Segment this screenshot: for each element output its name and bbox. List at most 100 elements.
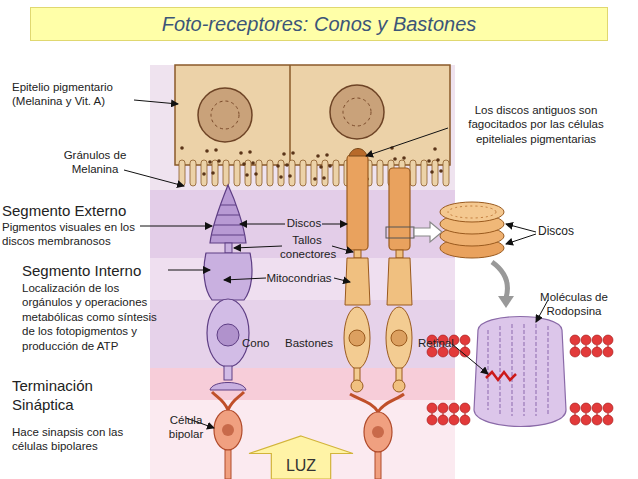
pigment-epithelium [313, 177, 317, 181]
leader-lines [322, 224, 347, 225]
title: Foto-receptores: Conos y Bastones [30, 7, 608, 41]
cone-cell [220, 205, 236, 206]
callout-label: Mitocondrias [262, 271, 336, 285]
pigment-epithelium [322, 176, 326, 180]
rhodopsin-membrane [603, 415, 613, 425]
pigment-epithelium [285, 163, 289, 167]
rhodopsin-membrane [449, 403, 459, 413]
leader-lines [234, 246, 282, 248]
pigment-epithelium [212, 160, 218, 186]
pigment-epithelium [214, 148, 218, 152]
rhodopsin-molecule [486, 372, 516, 380]
pigment-epithelium [322, 160, 328, 186]
pigment-epithelium [251, 161, 255, 165]
rod-cells [344, 149, 414, 393]
pigment-epithelium [443, 160, 449, 186]
rhodopsin-membrane [581, 403, 591, 413]
callout-label: Célula bipolar [158, 413, 214, 442]
pigment-epithelium [198, 88, 252, 142]
note-text: Los discos antiguos son fagocitados por … [445, 103, 627, 146]
rhodopsin-membrane [581, 335, 591, 345]
pigment-epithelium [288, 174, 292, 178]
leader-lines [506, 224, 536, 232]
pigment-epithelium [311, 160, 317, 186]
pigment-epithelium [289, 65, 291, 165]
rhodopsin-membrane [581, 347, 591, 357]
bipolar-cells [375, 452, 381, 479]
leader-lines [124, 100, 548, 428]
pigment-epithelium [410, 160, 416, 186]
cone-cell [204, 253, 252, 300]
bipolar-cells [350, 394, 404, 412]
rhodopsin-membrane [592, 347, 602, 357]
pigment-epithelium [276, 164, 280, 168]
light-arrow: LUZ [248, 435, 354, 479]
disc-stack [440, 202, 504, 222]
pigment-epithelium [254, 172, 258, 176]
leader-lines [366, 128, 448, 156]
section-heading: Terminación Sináptica [12, 377, 132, 415]
background-bands [150, 300, 455, 368]
cell-label: Cono [242, 336, 276, 350]
rod-cells [386, 227, 414, 238]
cell-label: Bastones [285, 336, 345, 350]
pigment-epithelium [223, 160, 229, 186]
pigment-epithelium [330, 85, 384, 139]
bipolar-cells [212, 392, 404, 479]
zoom-arrows [414, 222, 442, 242]
callout-label: Retinal [418, 336, 464, 350]
pigment-epithelium [421, 160, 427, 186]
rod-cells [354, 250, 361, 258]
rhodopsin-membrane [592, 403, 602, 413]
pigment-epithelium [242, 162, 246, 166]
rhodopsin-membrane [438, 403, 448, 413]
pigment-epithelium [205, 149, 209, 153]
pigment-epithelium [175, 65, 450, 165]
cone-cell [210, 383, 246, 391]
pigment-epithelium [211, 101, 239, 129]
section-text: Localización de los orgánulos y operacio… [22, 281, 172, 353]
callout-label: Epitelio pigmentario (Melanina y Vit. A) [12, 80, 122, 109]
bipolar-cells [214, 410, 242, 450]
pigment-epithelium [217, 159, 221, 163]
section-text: Pigmentos visuales en los discos membran… [2, 220, 140, 249]
background-bands [150, 368, 455, 400]
cone-cell [217, 324, 239, 346]
leader-lines [134, 100, 178, 104]
pigment-epithelium [179, 160, 185, 186]
pigment-epithelium [333, 160, 339, 186]
background-bands [150, 65, 455, 479]
disc-stack [440, 202, 504, 258]
cone-cell [207, 299, 249, 367]
pigment-epithelium [234, 160, 240, 186]
rhodopsin-membrane [427, 403, 437, 413]
rhodopsin-membrane [592, 415, 602, 425]
rhodopsin-membrane [570, 403, 580, 413]
rhodopsin-membrane [438, 415, 448, 425]
rhodopsin-membrane [570, 415, 580, 425]
pigment-epithelium [316, 154, 320, 158]
callout-label: Discos [284, 216, 324, 230]
rhodopsin-membrane [460, 403, 470, 413]
rhodopsin-membrane [603, 347, 613, 357]
pigment-epithelium [180, 146, 184, 150]
pigment-epithelium [300, 160, 306, 186]
rod-cells [387, 258, 412, 305]
pigment-epithelium [433, 147, 437, 151]
pigment-epithelium [402, 156, 406, 160]
rhodopsin-membrane [427, 415, 437, 425]
bipolar-cells [212, 392, 244, 410]
rod-cells [347, 155, 368, 250]
rod-cells [351, 380, 363, 392]
pigment-epithelium [190, 160, 196, 186]
zoom-arrows [414, 222, 514, 308]
callout-label: Tallos conectores [280, 233, 334, 262]
callout-label: Moléculas de Rodopsina [536, 290, 612, 319]
pigment-epithelium [436, 158, 440, 162]
pigment-epithelium [279, 175, 283, 179]
pigment-epithelium [291, 151, 295, 155]
callout-label: Gránulos de Melanina [55, 148, 135, 177]
rod-cells [393, 380, 405, 392]
leader-lines [536, 300, 548, 322]
